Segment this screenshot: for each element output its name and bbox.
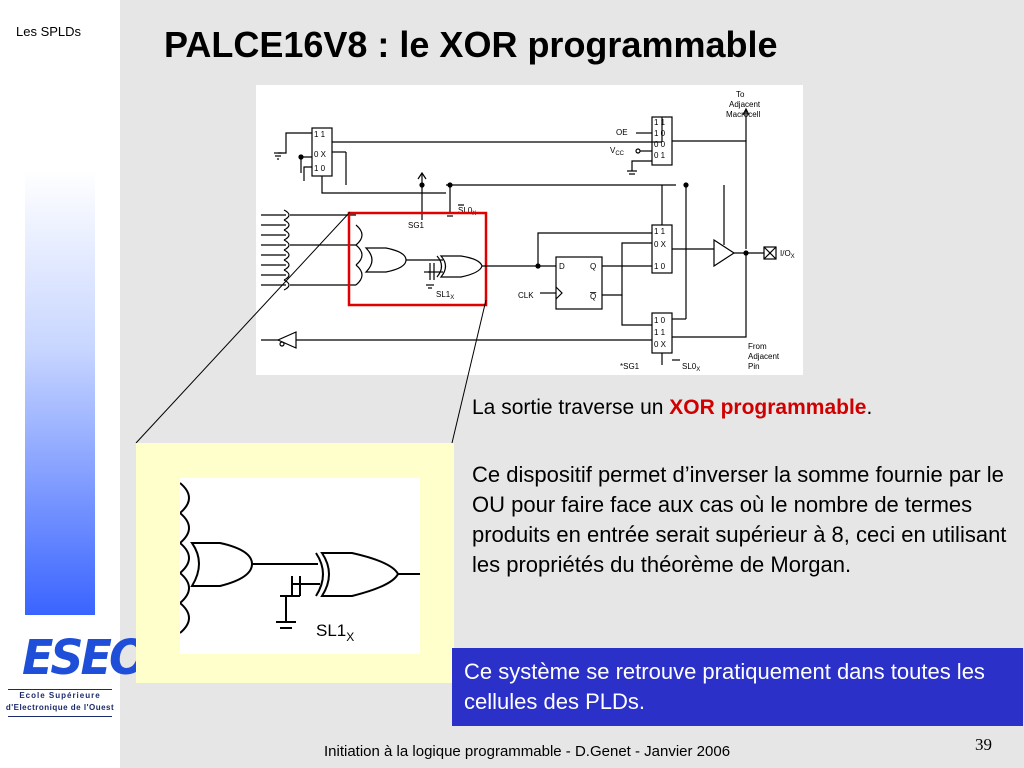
zoomed-xor-gate: SL1X bbox=[180, 478, 420, 654]
mux-tl-row-1: 0 X bbox=[314, 150, 327, 159]
para1-end: . bbox=[866, 396, 873, 419]
paragraph-1: La sortie traverse un XOR programmable. bbox=[472, 396, 872, 420]
mux-tr-row-1: 1 0 bbox=[654, 129, 666, 138]
mux-tr-row-2: 0 0 bbox=[654, 140, 666, 149]
sg1-star-label: *SG1 bbox=[620, 362, 640, 371]
vcc-label: VCC bbox=[610, 146, 625, 157]
sidebar: Les SPLDs ESEO Ecole Supérieure d'Electr… bbox=[0, 0, 148, 768]
page-number: 39 bbox=[975, 735, 992, 754]
to-adjacent-0: To bbox=[736, 90, 745, 99]
dff-q: Q bbox=[590, 262, 596, 271]
to-adjacent-1: Adjacent bbox=[729, 100, 761, 109]
para1-text: La sortie traverse un bbox=[472, 396, 670, 419]
mux-tr-row-0: 1 1 bbox=[654, 118, 666, 127]
sidebar-gradient-bar bbox=[25, 170, 95, 615]
callout-box: Ce système se retrouve pratiquement dans… bbox=[452, 648, 1023, 726]
sl0-bottom-label: SL0X bbox=[682, 362, 700, 373]
logo-subtitle-1: Ecole Supérieure bbox=[19, 691, 101, 700]
mux-bot-row-1: 1 1 bbox=[654, 328, 666, 337]
mux-tr-row-3: 0 1 bbox=[654, 151, 666, 160]
from-adjacent-2: Pin bbox=[748, 362, 760, 371]
para1-highlight: XOR programmable bbox=[669, 396, 867, 419]
logo-subtitle-2: d'Electronique de l'Ouest bbox=[5, 703, 115, 712]
from-adjacent-1: Adjacent bbox=[748, 352, 780, 361]
logo-wordmark: ESEO bbox=[22, 628, 148, 686]
from-adjacent-0: From bbox=[748, 342, 767, 351]
mux-bot-row-2: 0 X bbox=[654, 340, 667, 349]
slide-title: PALCE16V8 : le XOR programmable bbox=[164, 24, 778, 65]
mux-mid-row-1: 0 X bbox=[654, 240, 667, 249]
mux-tl-row-2: 1 0 bbox=[314, 164, 326, 173]
zoom-sl1-label: SL1X bbox=[316, 621, 354, 644]
to-adjacent-2: Macrocell bbox=[726, 110, 760, 119]
clk-label: CLK bbox=[518, 291, 534, 300]
io-label: I/OX bbox=[780, 249, 795, 260]
sl0-label: SL0X bbox=[458, 206, 476, 217]
footer-text: Initiation à la logique programmable - D… bbox=[324, 743, 731, 760]
sg1-label: SG1 bbox=[408, 221, 425, 230]
mux-mid-row-0: 1 1 bbox=[654, 227, 666, 236]
paragraph-2: Ce dispositif permet d’inverser la somme… bbox=[472, 462, 1007, 577]
eseo-logo: ESEO Ecole Supérieure d'Electronique de … bbox=[0, 625, 148, 725]
section-label: Les SPLDs bbox=[16, 24, 82, 39]
dff-qbar: Q bbox=[590, 292, 596, 301]
mux-tl-row-0: 1 1 bbox=[314, 130, 326, 139]
mux-bot-row-0: 1 0 bbox=[654, 316, 666, 325]
mux-mid-row-2: 1 0 bbox=[654, 262, 666, 271]
oe-label: OE bbox=[616, 128, 628, 137]
logo-rules bbox=[8, 689, 112, 717]
macrocell-diagram: 1 1 0 X 1 0 1 1 1 0 0 0 0 1 OE VCC To Ad… bbox=[256, 85, 803, 375]
sl1-label: SL1X bbox=[436, 290, 454, 301]
dff-d: D bbox=[559, 262, 565, 271]
